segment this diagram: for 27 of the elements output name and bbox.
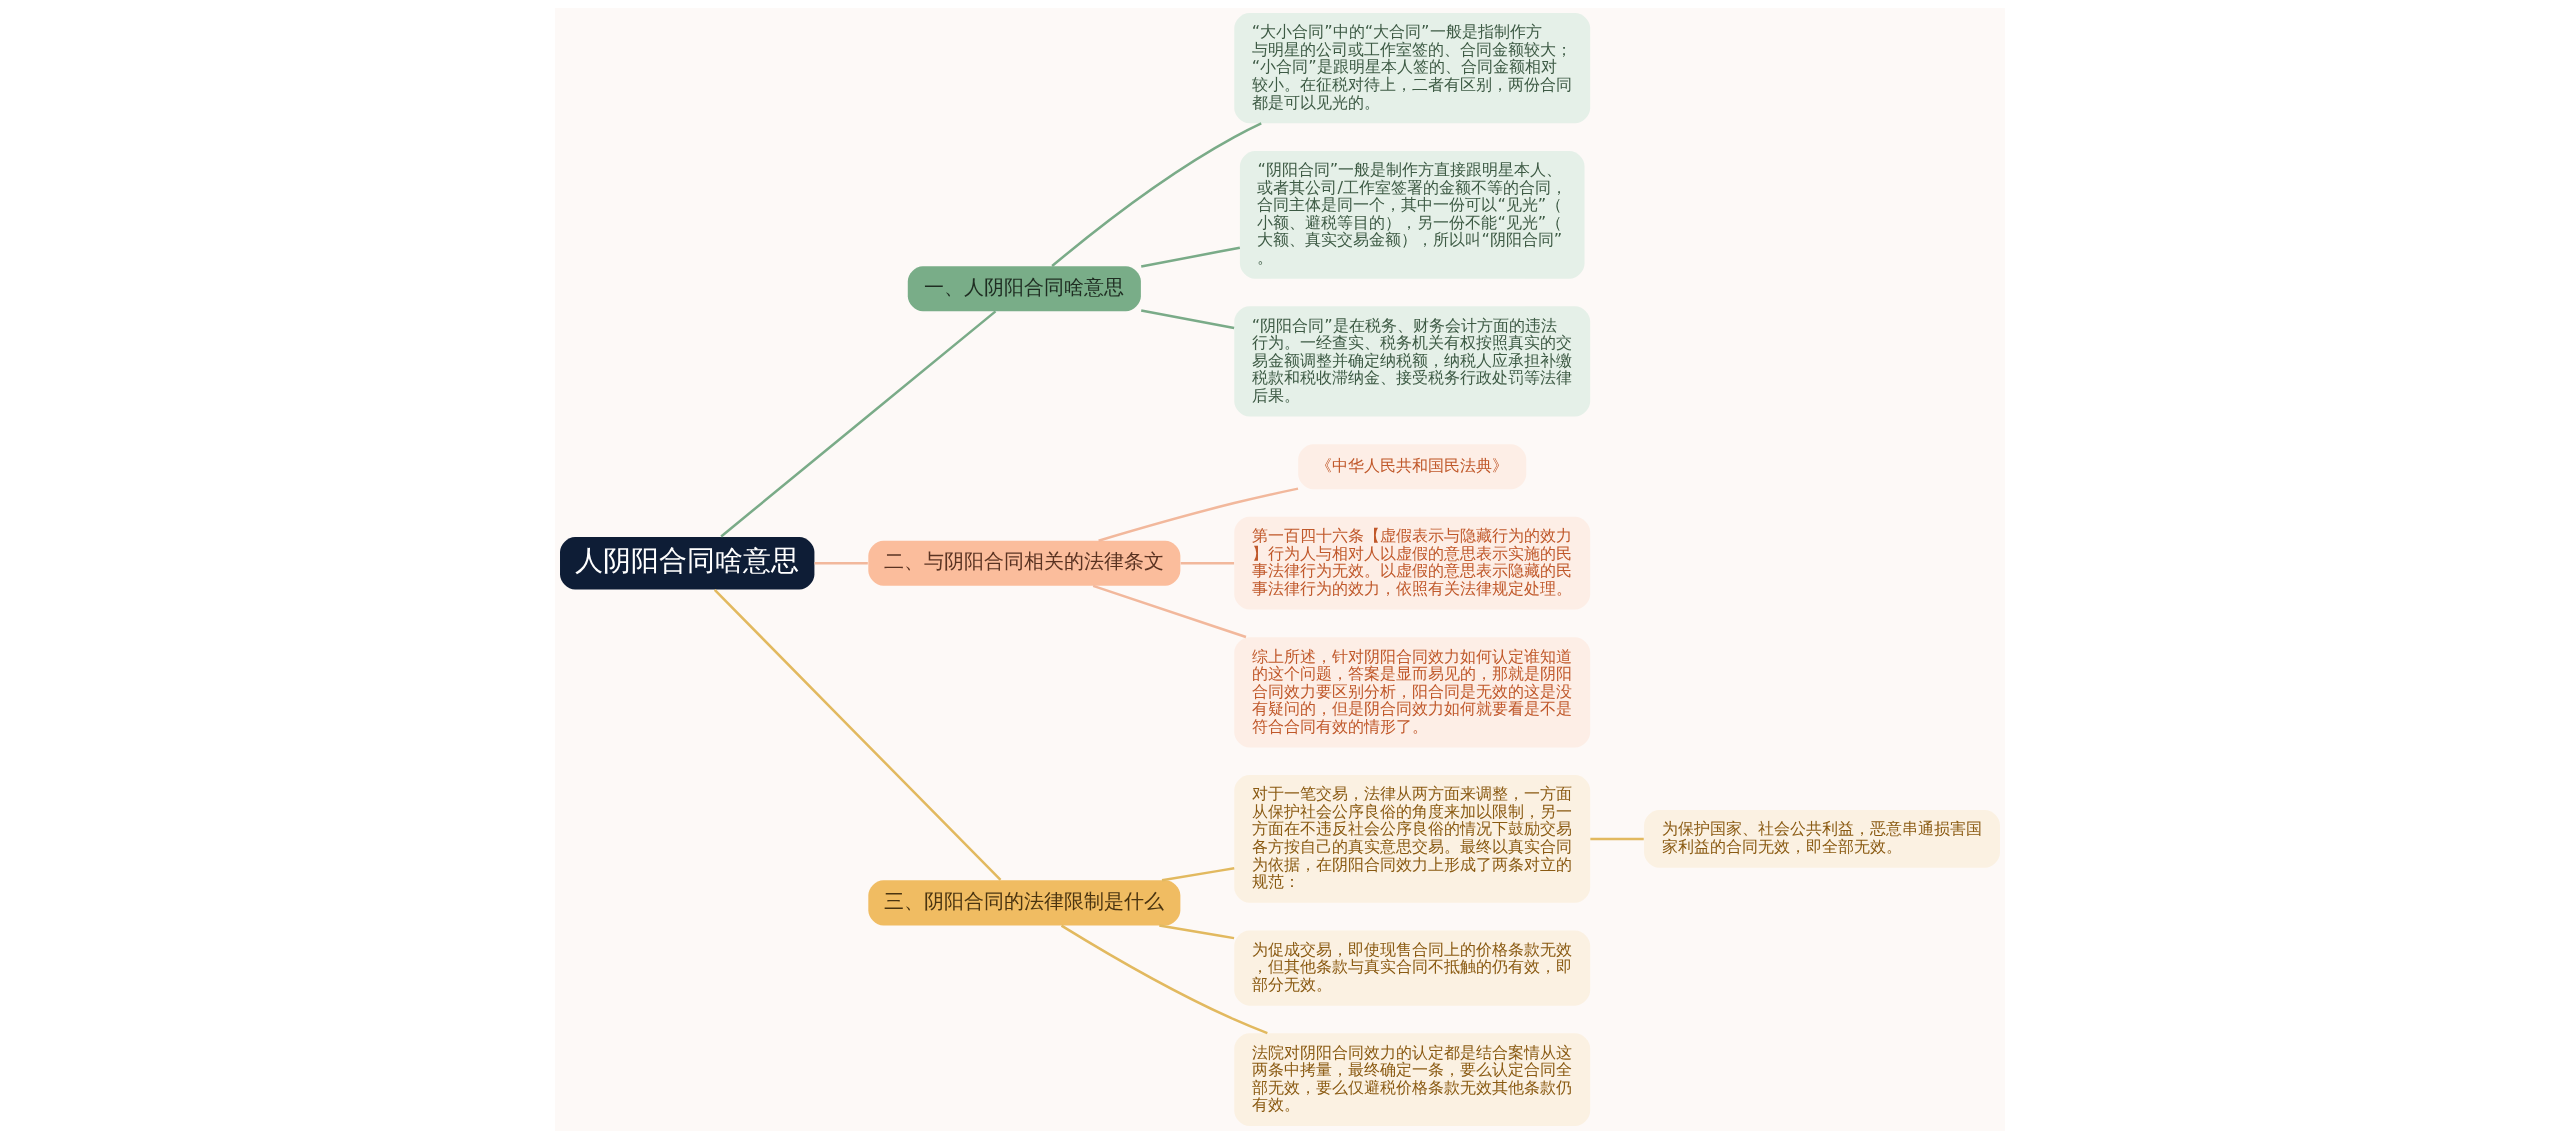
node-box: 三、阴阳合同的法律限制是什么: [868, 880, 1181, 926]
connector: [1092, 584, 1247, 639]
node-box: 为促成交易，即使现售合同上的价格条款无效，但其他条款与真实合同不抵触的仍有效，即部分无效。: [1234, 930, 1591, 1006]
connector: [1590, 837, 1644, 841]
node-box: 一、人阴阳合同啥意思: [907, 266, 1141, 312]
node-box: “阴阳合同”一般是制作方直接跟明星本人、或者其公司/工作室签署的金额不等的合同，合同主体是同一个，其中一份可以“见光”（小额、避税等目的），另一份不能“见光”（大额、真实交易金额），所以叫“阴阳合同”。: [1239, 150, 1585, 279]
connector: [713, 589, 1002, 881]
node-box: 人阴阳合同啥意思: [560, 536, 815, 590]
node-box: 为保护国家、社会公共利益，恶意串通损害国家利益的合同无效，即全部无效。: [1644, 810, 2000, 868]
connector: [720, 310, 997, 538]
connector: [1180, 561, 1235, 565]
node-box: 二、与阴阳合同相关的法律条文: [868, 540, 1181, 586]
connector: [1161, 867, 1235, 882]
connector: [1159, 924, 1235, 940]
connector: [1141, 309, 1235, 330]
connector: [1060, 924, 1268, 1035]
connector: [814, 561, 868, 565]
node-box: 《中华人民共和国民法典》: [1298, 444, 1527, 490]
node-box: 综上所述，针对阴阳合同效力如何认定谁知道的这个问题，答案是显而易见的，那就是阴阳合同效力要区别分析，阳合同是无效的这是没有疑问的，但是阴合同效力如何就要看是不是符合合同有效的情形了。: [1234, 637, 1591, 748]
node-box: “阴阳合同”是在税务、财务会计方面的违法行为。一经查实、税务机关有权按照真实的交易金额调整并确定纳税额，纳税人应承担补缴税款和税收滞纳金、接受税务行政处罚等法律后果。: [1234, 306, 1591, 417]
node-box: “大小合同”中的“大合同”一般是指制作方与明星的公司或工作室签的、合同金额较大；“小合同”是跟明星本人签的、合同金额相对较小。在征税对待上，二者有区别，两份合同都是可以见光的。: [1234, 13, 1591, 124]
node-box: 第一百四十六条【虚假表示与隐藏行为的效力】行为人与相对人以虚假的意思表示实施的民事法律行为无效。以虚假的意思表示隐藏的民事法律行为的效力，依照有关法律规定处理。: [1234, 516, 1591, 610]
connector: [1098, 487, 1299, 542]
node-box: 法院对阴阳合同效力的认定都是结合案情从这两条中拷量，最终确定一条，要么认定合同全部无效，要么仅避税价格条款无效其他条款仍有效。: [1234, 1033, 1591, 1126]
node-box: 对于一笔交易，法律从两方面来调整，一方面从保护社会公序良俗的角度来加以限制，另一方面在不违反社会公序良俗的情况下鼓励交易各方按自己的真实意思交易。最终以真实合同为依据，在阴阳合同效力上形成了两条对立的规范：: [1234, 775, 1591, 903]
connector: [1051, 122, 1262, 267]
connector: [1141, 246, 1241, 268]
